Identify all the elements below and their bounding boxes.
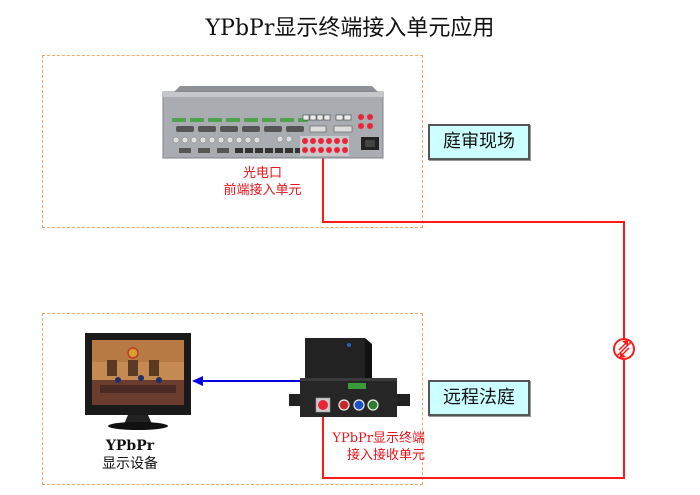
- front-end-access-unit: [162, 86, 384, 159]
- remote-court-zone: [42, 313, 423, 485]
- ypbpr-receiver-unit: [289, 338, 410, 417]
- display-device-label-line2: 显示设备: [102, 456, 158, 472]
- optical-link-icon: [613, 338, 635, 360]
- diagram-title: YPbPr显示终端接入单元应用: [205, 16, 495, 41]
- video-signal-arrow: [192, 376, 300, 386]
- fiber-link-line: [322, 150, 625, 479]
- display-device-label-line1: YPbPr: [105, 438, 155, 454]
- courtroom-zone: [42, 55, 423, 228]
- receiver-unit-label: YPbPr显示终端 接入接收单元: [305, 430, 425, 464]
- front-end-unit-label: 光电口 前端接入单元: [205, 165, 320, 199]
- ypbpr-display-monitor: [85, 333, 191, 430]
- receiver-unit-label-line1: YPbPr显示终端: [332, 431, 425, 446]
- courtroom-location-label: 庭审现场: [428, 124, 530, 160]
- display-device-label: YPbPr 显示设备: [80, 437, 180, 473]
- remote-court-location-label: 远程法庭: [428, 380, 530, 416]
- front-end-unit-label-line1: 光电口: [242, 166, 282, 181]
- receiver-unit-label-line2: 接入接收单元: [346, 448, 425, 463]
- front-end-unit-label-line2: 前端接入单元: [223, 183, 302, 198]
